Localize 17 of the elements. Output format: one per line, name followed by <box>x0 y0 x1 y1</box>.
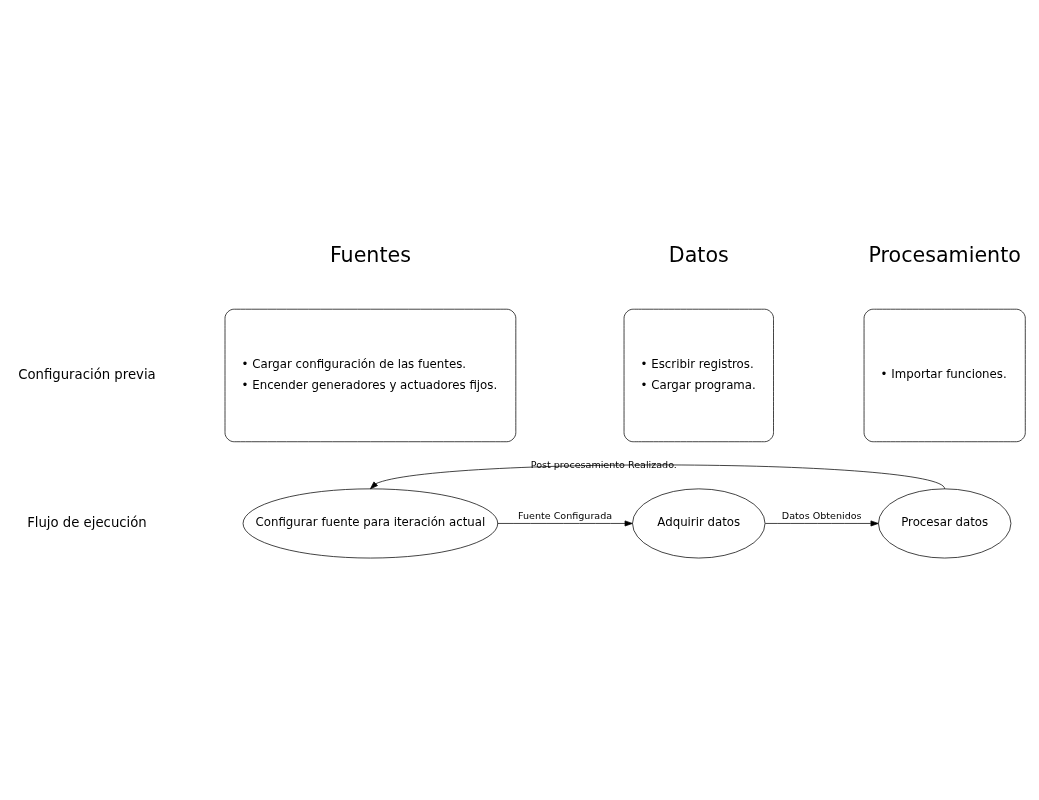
label: Datos <box>668 242 729 267</box>
node-ellipse: Adquirir datos <box>632 488 766 558</box>
edge-label: Fuente Configurada <box>517 509 613 521</box>
arrow <box>370 464 946 489</box>
node-ellipse: Procesar datos <box>878 488 1012 558</box>
edge-label: Post procesamiento Realizado. <box>530 458 677 470</box>
label: Fuentes <box>329 242 411 267</box>
arrow <box>497 520 633 526</box>
edge-label: Datos Obtenidos <box>781 509 862 521</box>
node-ellipse: Configurar fuente para iteración actual <box>242 488 499 558</box>
label: Configuración previa <box>18 366 156 382</box>
label: Procesamiento <box>868 242 1021 267</box>
node-box: • Cargar configuración de las fuentes. • Encender generadores y actuadores fijos. <box>224 308 517 442</box>
arrow <box>764 520 879 526</box>
node-box: • Escribir registros. • Cargar programa. <box>623 308 774 442</box>
label: Flujo de ejecución <box>27 514 147 530</box>
node-box: • Importar funciones. <box>863 308 1026 442</box>
